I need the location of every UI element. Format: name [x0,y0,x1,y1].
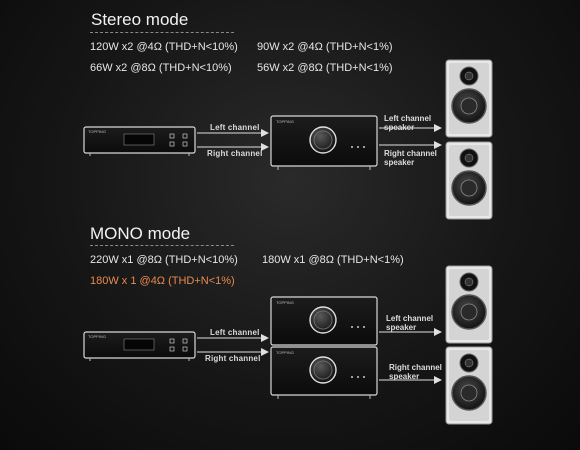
mono-title-divider [90,245,234,246]
mono-spec-2: 180W x1 @8Ω (THD+N<1%) [262,254,404,266]
mono-spec-1: 220W x1 @8Ω (THD+N<10%) [90,254,238,266]
mono-right-wire-label: Right channel [205,354,261,363]
stereo-spec-4: 56W x2 @8Ω (THD+N<1%) [257,62,393,74]
mono-amplifier-top: TOPPING [270,296,378,346]
stereo-right-speaker-label: Right channel speaker [384,149,437,167]
stereo-title-divider [90,32,234,33]
mono-spec-3: 180W x 1 @4Ω (THD+N<1%) [90,275,235,287]
stereo-left-speaker [445,59,493,138]
mono-right-speaker [445,346,493,425]
mono-dac-device: TOPPING [83,331,196,361]
stereo-spec-3: 66W x2 @8Ω (THD+N<10%) [90,62,232,74]
stereo-right-wire-label: Right channel [207,149,263,158]
stereo-right-speaker [445,141,493,220]
mono-mode-title: MONO mode [90,224,191,243]
svg-text:TOPPING: TOPPING [276,300,294,305]
svg-text:TOPPING: TOPPING [88,129,106,134]
stereo-spec-2: 90W x2 @4Ω (THD+N<1%) [257,41,393,53]
stereo-spec-1: 120W x2 @4Ω (THD+N<10%) [90,41,238,53]
stereo-amplifier-device: TOPPING [270,115,378,170]
svg-text:TOPPING: TOPPING [276,350,294,355]
svg-text:TOPPING: TOPPING [88,334,106,339]
stereo-mode-title: Stereo mode [91,10,189,29]
mono-left-wire-label: Left channel [210,328,260,337]
svg-text:TOPPING: TOPPING [276,119,294,124]
mono-left-speaker [445,265,493,344]
mono-amplifier-bottom: TOPPING [270,346,378,399]
stereo-left-wire-label: Left channel [210,123,260,132]
mono-left-speaker-label: Left channel speaker [386,314,434,332]
mono-right-speaker-label: Right channel speaker [389,363,442,381]
stereo-dac-device: TOPPING [83,126,196,156]
